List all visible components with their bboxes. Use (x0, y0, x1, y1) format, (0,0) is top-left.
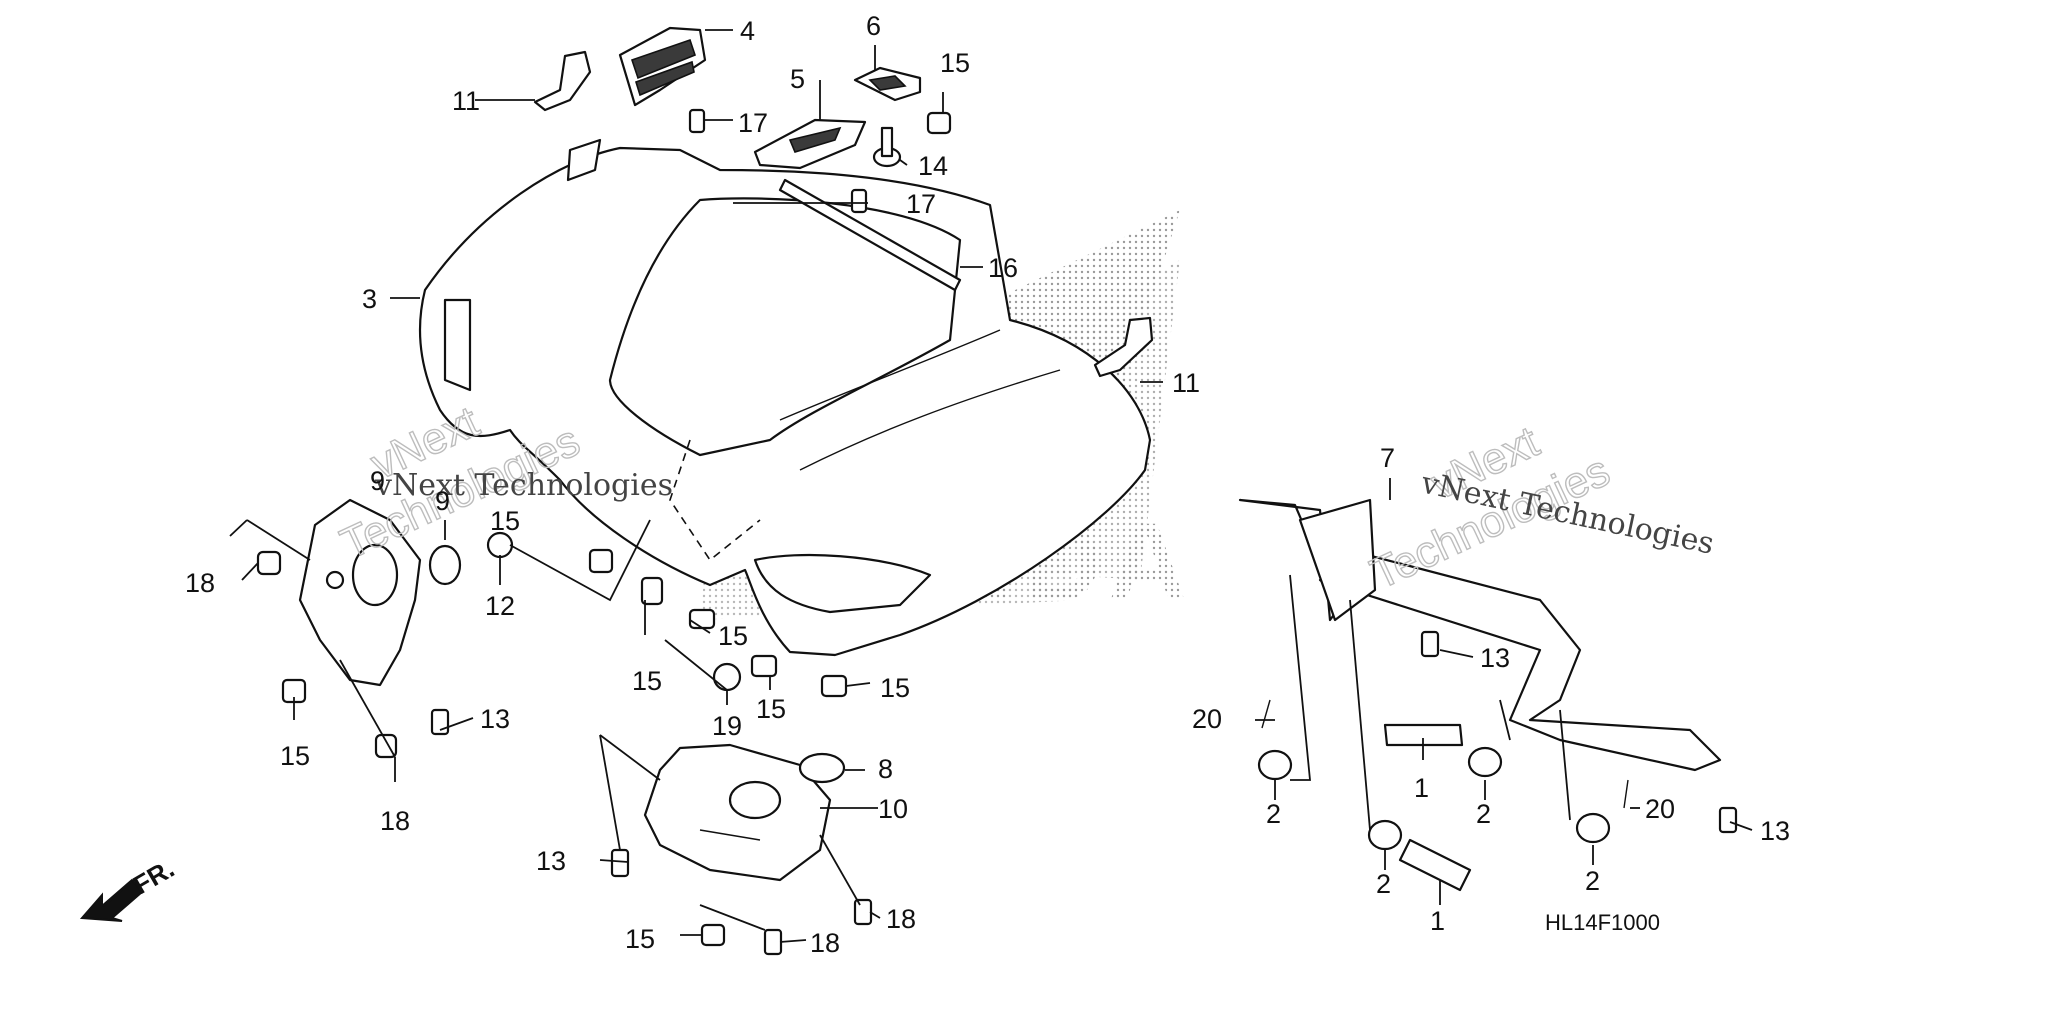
nut-15-f (820, 674, 848, 698)
nut-15-d (688, 608, 716, 630)
callout-7: 7 (1380, 443, 1395, 473)
callout-13-c: 13 (1480, 643, 1510, 673)
nut-15-e (750, 654, 778, 678)
grommet-12 (486, 531, 514, 559)
callout-12: 12 (485, 591, 515, 621)
callout-2-b: 2 (1376, 869, 1391, 899)
callout-20-b: 20 (1645, 794, 1675, 824)
diagram-code: HL14F1000 (1545, 910, 1660, 935)
watermark-left-line1: vNext Technologies (374, 468, 673, 503)
callout-20-a: 20 (1192, 704, 1222, 734)
nut-15-g (926, 111, 952, 135)
strip-part-16 (778, 178, 962, 292)
callout-18-c: 18 (886, 904, 916, 934)
nut-15-b (588, 548, 614, 574)
callout-15-g: 15 (625, 924, 655, 954)
callout-16: 16 (988, 253, 1018, 283)
callout-15-f: 15 (880, 673, 910, 703)
callout-10: 10 (878, 794, 908, 824)
callout-9-a: 9 (370, 466, 385, 496)
callout-18-d: 18 (810, 928, 840, 958)
callout-11-b: 11 (1172, 368, 1200, 398)
callout-15-e: 15 (756, 694, 786, 724)
grommet-19 (712, 662, 742, 692)
bolt-13-a (430, 708, 450, 736)
bolt-13-d (1718, 806, 1738, 834)
callout-13-a: 13 (480, 704, 510, 734)
callout-6: 6 (866, 11, 881, 41)
pin-part-14 (872, 126, 902, 168)
callout-8: 8 (878, 754, 893, 784)
callout-18-b: 18 (380, 806, 410, 836)
leader-lines (229, 29, 1753, 943)
collar-8-a (428, 544, 462, 586)
callout-13-d: 13 (1760, 816, 1790, 846)
bolt-18-a (256, 550, 282, 576)
bolt-18-c (853, 898, 873, 926)
collar-1-b (1398, 838, 1472, 892)
arrow-down-left-icon (79, 878, 144, 922)
clip-20-a (1261, 699, 1271, 729)
callout-15-d: 15 (718, 621, 748, 651)
bushing-2-c (1467, 746, 1503, 778)
clip-20-b (1623, 779, 1629, 809)
collar-8-b (798, 752, 846, 784)
callout-1-b: 1 (1430, 906, 1445, 936)
callout-15-b: 15 (280, 741, 310, 771)
callout-4: 4 (740, 16, 755, 46)
bushing-2-d (1575, 812, 1611, 844)
callout-15-c: 15 (632, 666, 662, 696)
housing-part-9 (298, 498, 422, 687)
callout-15-a: 15 (940, 48, 970, 78)
frame-part-7 (1238, 498, 1722, 772)
housing-part-10 (643, 743, 832, 882)
callout-1-a: 1 (1414, 773, 1429, 803)
screw-17-a (688, 108, 706, 134)
bracket-part-6 (853, 66, 922, 102)
watermark-right: vNext Technologies vNext Technologies (1363, 416, 1717, 599)
callout-2-c: 2 (1476, 799, 1491, 829)
callout-17-b: 17 (906, 189, 936, 219)
callout-19: 19 (712, 711, 742, 741)
screw-17-b (850, 188, 868, 214)
callout-15-h: 15 (490, 506, 520, 536)
grille-cover-part-4 (618, 26, 707, 107)
callout-3: 3 (362, 284, 377, 314)
hardware-parts (256, 108, 1738, 956)
bushing-2-b (1367, 819, 1403, 851)
callout-2-a: 2 (1266, 799, 1281, 829)
callout-5: 5 (790, 64, 805, 94)
nut-15-h (700, 923, 726, 947)
bolt-13-c (1420, 630, 1440, 658)
bolt-18-d (763, 928, 783, 956)
bolt-13-b (610, 848, 630, 878)
callout-18-a: 18 (185, 568, 215, 598)
callout-labels: 1 1 2 2 2 2 3 4 5 6 7 8 9 9 10 11 11 12 … (185, 11, 1790, 958)
callout-9-b: 9 (435, 486, 450, 516)
nut-15-c (640, 576, 664, 606)
bracket-part-11-top (533, 50, 592, 112)
callout-17-a: 17 (738, 108, 768, 138)
grille-part-5 (753, 118, 867, 170)
callout-11-a: 11 (452, 86, 480, 116)
collar-1-a (1383, 723, 1464, 747)
callout-2-d: 2 (1585, 866, 1600, 896)
bushing-2-a (1257, 749, 1293, 781)
front-direction-indicator: FR. (79, 853, 179, 922)
callout-14: 14 (918, 151, 948, 181)
bracket-part-11-right (1093, 316, 1154, 378)
callout-13-b: 13 (536, 846, 566, 876)
